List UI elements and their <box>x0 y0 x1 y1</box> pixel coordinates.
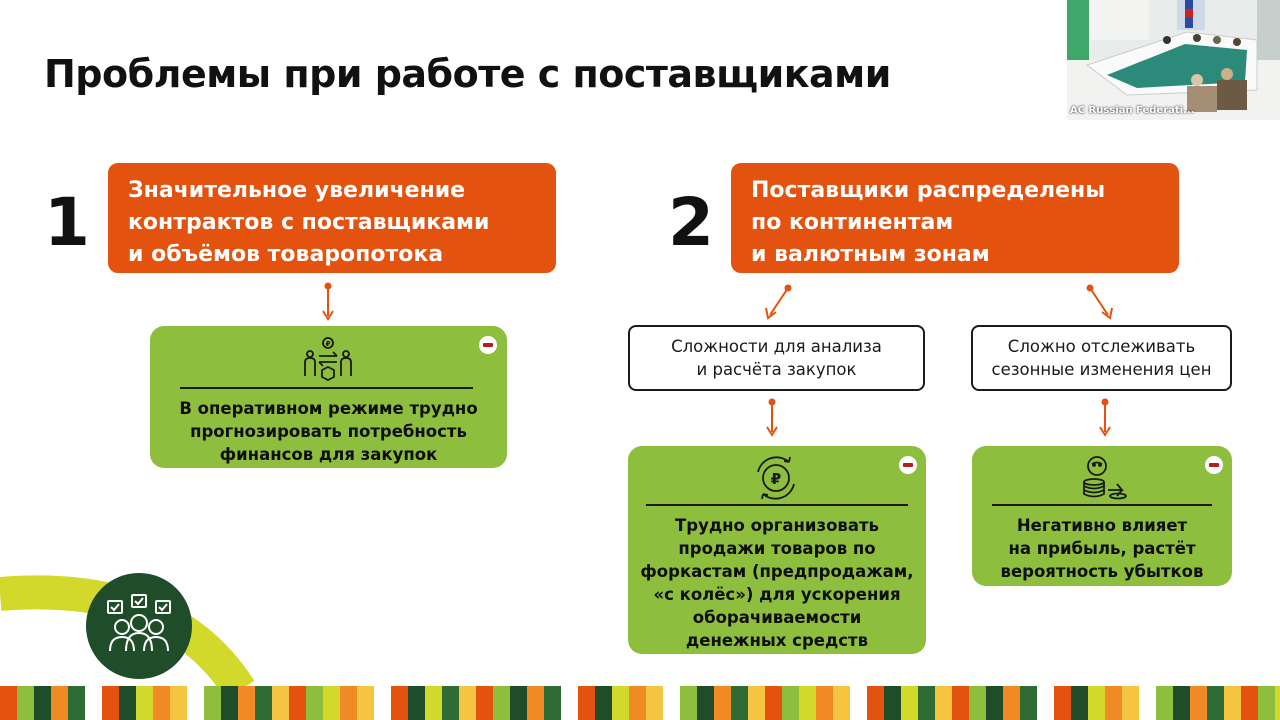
team-logo <box>86 573 192 679</box>
arrow-down-icon <box>762 398 782 438</box>
arrow-down-right-icon <box>1082 282 1118 322</box>
negative-indicator-icon <box>899 456 917 474</box>
ruble-cycle-icon: ₽ <box>753 456 799 500</box>
problem-2-right-effect-text: Негативно влияет на прибыль, растёт веро… <box>972 514 1232 583</box>
arrow-down-icon <box>1095 398 1115 438</box>
problem-2-left-difficulty: Сложности для анализа и расчёта закупок <box>628 325 925 391</box>
problem-1-effect-card: ₽ В оперативном режиме трудно прогнозиро… <box>150 326 507 468</box>
problem-2-heading: Поставщики распределены по континентам и… <box>731 163 1179 273</box>
problem-2-right-difficulty: Сложно отслеживать сезонные изменения це… <box>971 325 1232 391</box>
svg-text:₽: ₽ <box>326 340 331 348</box>
coins-stack-icon <box>1080 452 1130 502</box>
arrow-down-left-icon <box>760 282 796 322</box>
problem-1-heading: Значительное увеличение контрактов с пос… <box>108 163 556 273</box>
problem-2-number: 2 <box>668 190 714 256</box>
team-icon <box>86 573 192 679</box>
negative-indicator-icon <box>479 336 497 354</box>
negative-indicator-icon <box>1205 456 1223 474</box>
problem-2-right-effect-card: Негативно влияет на прибыль, растёт веро… <box>972 446 1232 586</box>
problem-1-number: 1 <box>44 190 90 256</box>
ruble-exchange-people-icon: ₽ <box>303 336 353 382</box>
decorative-pattern-strip <box>0 686 1280 720</box>
arrow-down-icon <box>318 282 338 322</box>
video-thumbnail[interactable]: AC Russian Federati... <box>1067 0 1280 120</box>
slide-title: Проблемы при работе с поставщиками <box>44 52 891 96</box>
svg-text:₽: ₽ <box>771 470 781 488</box>
conference-room-icon <box>1067 0 1280 120</box>
problem-1-effect-text: В оперативном режиме трудно прогнозирова… <box>150 397 507 466</box>
video-participant-label: AC Russian Federati... <box>1070 105 1195 116</box>
problem-2-left-effect-text: Трудно организовать продажи товаров по ф… <box>628 514 926 652</box>
problem-2-left-effect-card: ₽ Трудно организовать продажи товаров по… <box>628 446 926 654</box>
